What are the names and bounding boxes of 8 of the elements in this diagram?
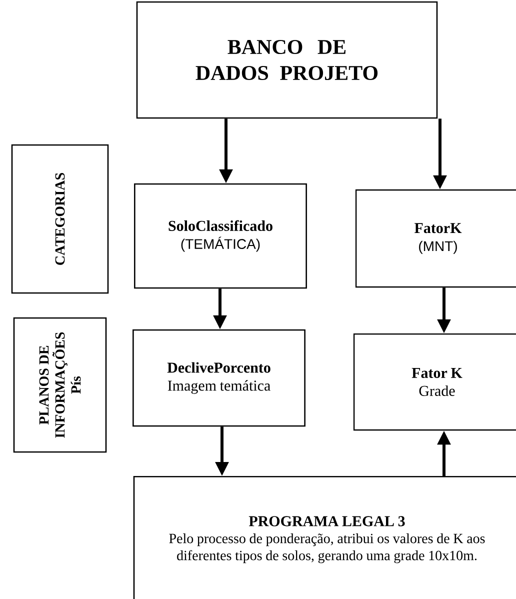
category-label-box: PLANOS DE INFORMAÇÕES Pís [13, 317, 107, 453]
process-box: Fator K Grade [353, 333, 516, 431]
process-box: FatorK (MNT) [355, 189, 516, 288]
database-box: BANCO DE DADOS PROJETO [136, 1, 438, 119]
category-label-box: CATEGORIAS [11, 144, 109, 294]
process-box: DeclivePorcento Imagem temática [132, 329, 306, 427]
process-box: SoloClassificado (TEMÁTICA) [134, 183, 307, 289]
program-box: PROGRAMA LEGAL 3 Pelo processo de ponderação, atribui os valores de K aos diferentes tipos de solos, gerando uma grade 10x10m. [133, 476, 516, 599]
